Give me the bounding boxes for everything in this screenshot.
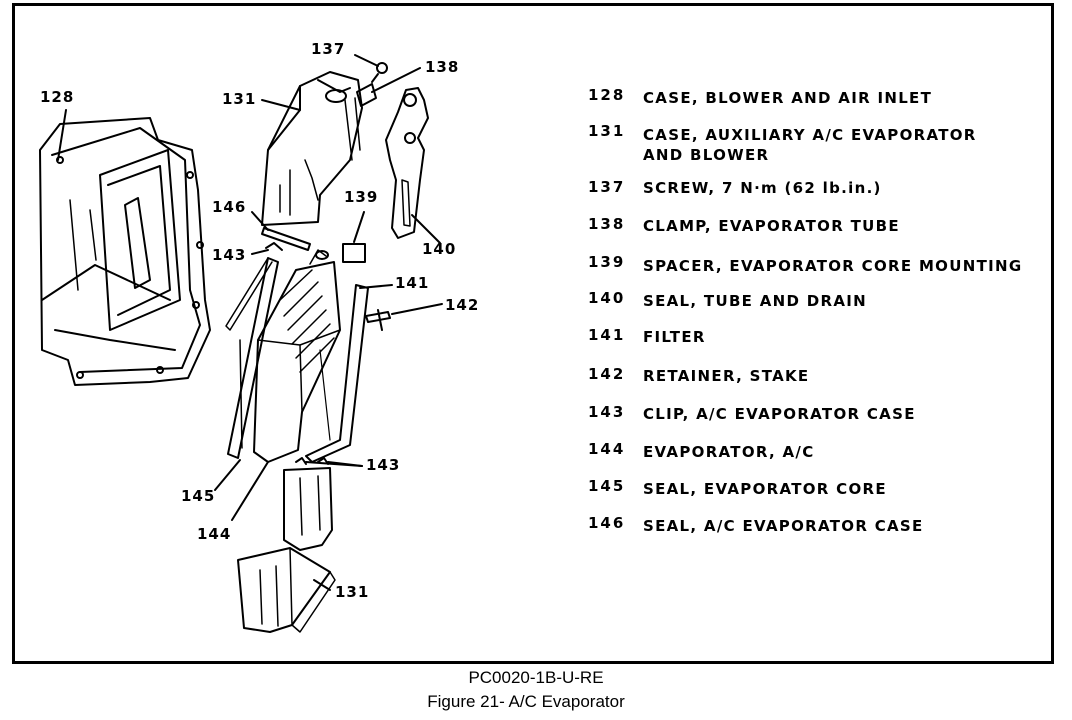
callout-143-bottom: 143 <box>366 456 401 474</box>
legend-number: 139 <box>588 253 626 271</box>
leader-140 <box>411 214 441 244</box>
legend-description: EVAPORATOR, A/C <box>643 443 815 461</box>
callout-139: 139 <box>344 188 379 206</box>
leader-143-top <box>251 249 269 255</box>
legend-number: 138 <box>588 215 626 233</box>
callout-145: 145 <box>181 487 216 505</box>
legend-number: 141 <box>588 326 626 344</box>
legend-description: SCREW, 7 N·m (62 lb.in.) <box>643 179 882 197</box>
leader-142 <box>391 303 443 315</box>
callout-140: 140 <box>422 240 457 258</box>
legend-number: 143 <box>588 403 626 421</box>
leader-139 <box>353 211 365 243</box>
leader-144 <box>231 461 269 521</box>
evaporator-tube-clamp <box>356 83 377 107</box>
case-clip-bottom-a <box>295 457 307 465</box>
legend-number: 128 <box>588 86 626 104</box>
legend-number: 142 <box>588 365 626 383</box>
figure-frame <box>12 3 1054 664</box>
legend-description: SPACER, EVAPORATOR CORE MOUNTING <box>643 257 1023 275</box>
legend-description: SEAL, TUBE AND DRAIN <box>643 292 868 310</box>
legend-number: 145 <box>588 477 626 495</box>
retainer-stake <box>365 309 391 331</box>
leader-131-bottom <box>313 579 331 591</box>
callout-143-top: 143 <box>212 246 247 264</box>
reference-code: PC0020-1B-U-RE <box>468 668 604 687</box>
legend-number: 137 <box>588 178 626 196</box>
legend-description: CASE, BLOWER AND AIR INLET <box>643 89 933 107</box>
legend-number: 146 <box>588 514 626 532</box>
screw <box>371 62 388 83</box>
auxiliary-case-lower <box>237 467 336 633</box>
legend-description: FILTER <box>643 328 706 346</box>
legend-description: SEAL, A/C EVAPORATOR CASE <box>643 517 924 535</box>
callout-146: 146 <box>212 198 247 216</box>
legend-description: RETAINER, STAKE <box>643 367 810 385</box>
callout-142: 142 <box>445 296 480 314</box>
legend-description: CLAMP, EVAPORATOR TUBE <box>643 217 900 235</box>
callout-138: 138 <box>425 58 460 76</box>
case-clip-bottom-b <box>317 457 329 465</box>
evaporator-core <box>253 249 341 463</box>
case-clip-top <box>265 242 283 251</box>
core-mounting-spacer <box>342 243 366 263</box>
leader-137 <box>354 54 379 67</box>
callout-144: 144 <box>197 525 232 543</box>
callout-131-bottom: 131 <box>335 583 370 601</box>
leader-141 <box>359 284 393 289</box>
figure-caption: Figure 21- A/C Evaporator <box>427 692 625 711</box>
tube-drain-seal <box>385 87 429 239</box>
leader-128 <box>57 109 67 161</box>
leader-143-bottom-b <box>327 461 363 467</box>
filter-panel <box>305 284 369 463</box>
legend-description: CASE, AUXILIARY A/C EVAPORATOR AND BLOWE… <box>643 126 977 164</box>
leader-146 <box>251 211 269 231</box>
blower-air-inlet-case <box>39 117 211 386</box>
legend-number: 131 <box>588 122 626 140</box>
evaporator-case-seal <box>261 227 311 251</box>
leader-145 <box>214 459 241 491</box>
evaporator-core-seal <box>225 257 279 459</box>
legend-description: CLIP, A/C EVAPORATOR CASE <box>643 405 916 423</box>
legend-description: SEAL, EVAPORATOR CORE <box>643 480 887 498</box>
callout-141: 141 <box>395 274 430 292</box>
callout-131-top: 131 <box>222 90 257 108</box>
callout-128: 128 <box>40 88 75 106</box>
legend-number: 140 <box>588 289 626 307</box>
leader-138 <box>371 67 421 93</box>
leader-131-top <box>261 99 301 111</box>
callout-137: 137 <box>311 40 346 58</box>
legend-number: 144 <box>588 440 626 458</box>
